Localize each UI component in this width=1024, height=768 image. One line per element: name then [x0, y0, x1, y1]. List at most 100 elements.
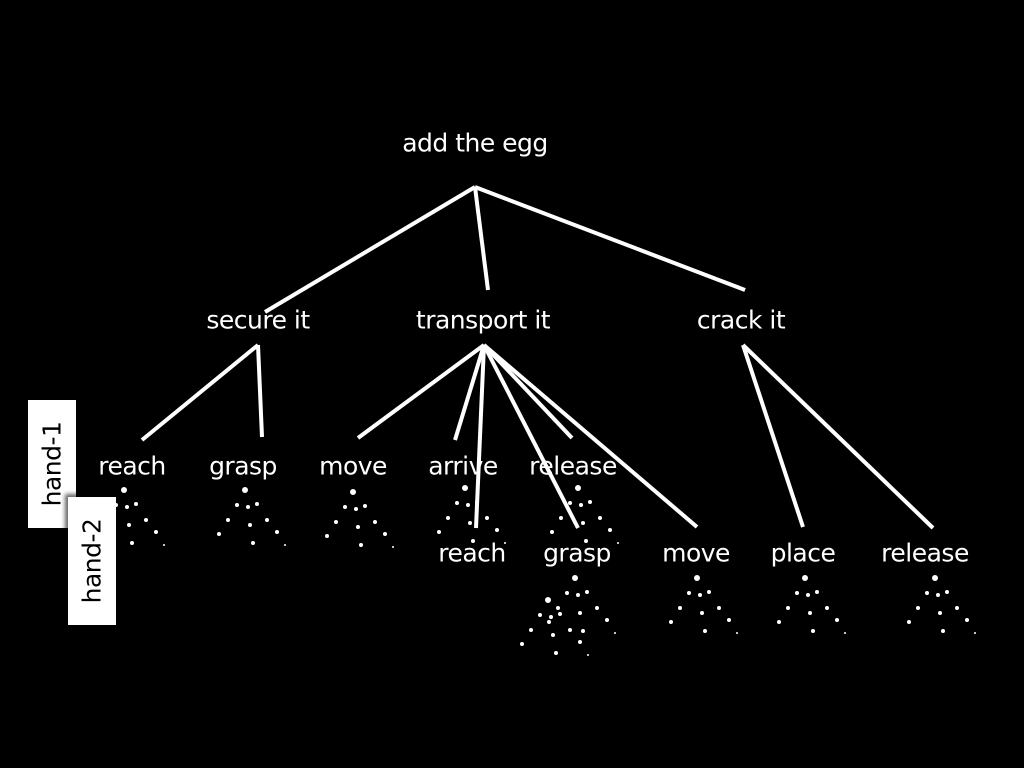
tree-edge	[473, 186, 490, 291]
fan-dot	[614, 632, 616, 634]
fan-dot	[588, 500, 592, 504]
root-node: add the egg	[402, 128, 548, 158]
fan-dot	[717, 606, 721, 610]
fan-dot	[575, 485, 581, 491]
fan-dot	[585, 590, 589, 594]
fan-dot	[350, 489, 356, 495]
fan-dot	[125, 505, 129, 509]
hand1-move: move	[319, 451, 387, 481]
fan-dot	[545, 597, 551, 603]
fan-dot	[471, 539, 475, 543]
fan-dot	[698, 593, 702, 597]
fan-dot	[504, 542, 506, 544]
fan-dot	[446, 516, 450, 520]
fan-dot	[255, 502, 259, 506]
fan-dot	[455, 501, 459, 505]
fan-dot	[736, 632, 738, 634]
tree-edge	[256, 344, 264, 438]
dotted-subtree-fan	[325, 489, 394, 548]
fan-dot	[576, 593, 580, 597]
hand1-arrive: arrive	[428, 451, 498, 481]
hand1-release: release	[529, 451, 617, 481]
fan-dot	[932, 575, 938, 581]
fan-dot	[359, 543, 363, 547]
fan-dot	[130, 541, 134, 545]
fan-dot	[468, 521, 472, 525]
fan-dot	[907, 620, 911, 624]
fan-dot	[694, 575, 700, 581]
fan-dot	[703, 629, 707, 633]
fan-dot	[595, 606, 599, 610]
hand2-grasp: grasp	[543, 538, 611, 568]
fan-dot	[235, 503, 239, 507]
tree-edge	[741, 344, 805, 528]
fan-dot	[529, 628, 533, 632]
fan-dot	[572, 575, 578, 581]
fan-dot	[275, 530, 279, 534]
fan-dot	[581, 521, 585, 525]
fan-dot	[551, 633, 555, 637]
tree-edge	[482, 343, 574, 440]
fan-dot	[558, 612, 562, 616]
fan-dot	[538, 613, 542, 617]
fan-dot	[163, 544, 165, 546]
subgoal-transport: transport it	[415, 305, 551, 335]
fan-dot	[777, 620, 781, 624]
fan-dot	[246, 505, 250, 509]
fan-dot	[343, 505, 347, 509]
fan-dot	[466, 503, 470, 507]
hand2-release: release	[881, 538, 969, 568]
fan-dot	[815, 590, 819, 594]
tree-edge	[474, 344, 486, 529]
fan-dot	[687, 591, 691, 595]
fan-dot	[568, 501, 572, 505]
fan-dot	[154, 530, 158, 534]
fan-dot	[844, 632, 846, 634]
fan-dot	[549, 615, 553, 619]
dotted-subtree-fan	[550, 485, 619, 544]
tree-edge	[356, 343, 486, 440]
fan-dot	[925, 591, 929, 595]
fan-dot	[568, 628, 572, 632]
fan-dot	[556, 606, 560, 610]
fan-dot	[811, 629, 815, 633]
tree-edge	[263, 185, 477, 314]
dotted-subtree-fan	[437, 485, 506, 544]
hand-2-label: hand-2	[77, 518, 107, 604]
fan-dot	[217, 532, 221, 536]
fan-dot	[587, 654, 589, 656]
fan-dot	[578, 640, 582, 644]
fan-dot	[134, 502, 138, 506]
fan-dot	[965, 618, 969, 622]
fan-dot	[936, 593, 940, 597]
fan-dot	[581, 629, 585, 633]
dotted-subtree-fan	[520, 597, 589, 656]
tree-edge	[482, 344, 580, 529]
fan-dot	[550, 530, 554, 534]
fan-dot	[495, 528, 499, 532]
fan-dot	[462, 485, 468, 491]
fan-dot	[598, 516, 602, 520]
fan-dot	[485, 516, 489, 520]
fan-dot	[974, 632, 976, 634]
tree-edge	[140, 343, 260, 442]
fan-dot	[617, 542, 619, 544]
fan-dot	[325, 534, 329, 538]
dotted-subtree-fan	[547, 575, 616, 634]
fan-dot	[356, 525, 360, 529]
fan-dot	[559, 516, 563, 520]
fan-dot	[242, 487, 248, 493]
hand1-grasp: grasp	[209, 451, 277, 481]
fan-dot	[565, 591, 569, 595]
fan-dot	[437, 530, 441, 534]
fan-dot	[727, 618, 731, 622]
fan-dot	[547, 620, 551, 624]
fan-dot	[373, 520, 377, 524]
fan-dot	[802, 575, 808, 581]
hand-1-label: hand-1	[37, 421, 67, 507]
fan-dot	[475, 500, 479, 504]
hand2-reach: reach	[438, 538, 506, 568]
fan-dot	[251, 541, 255, 545]
fan-dot	[584, 539, 588, 543]
